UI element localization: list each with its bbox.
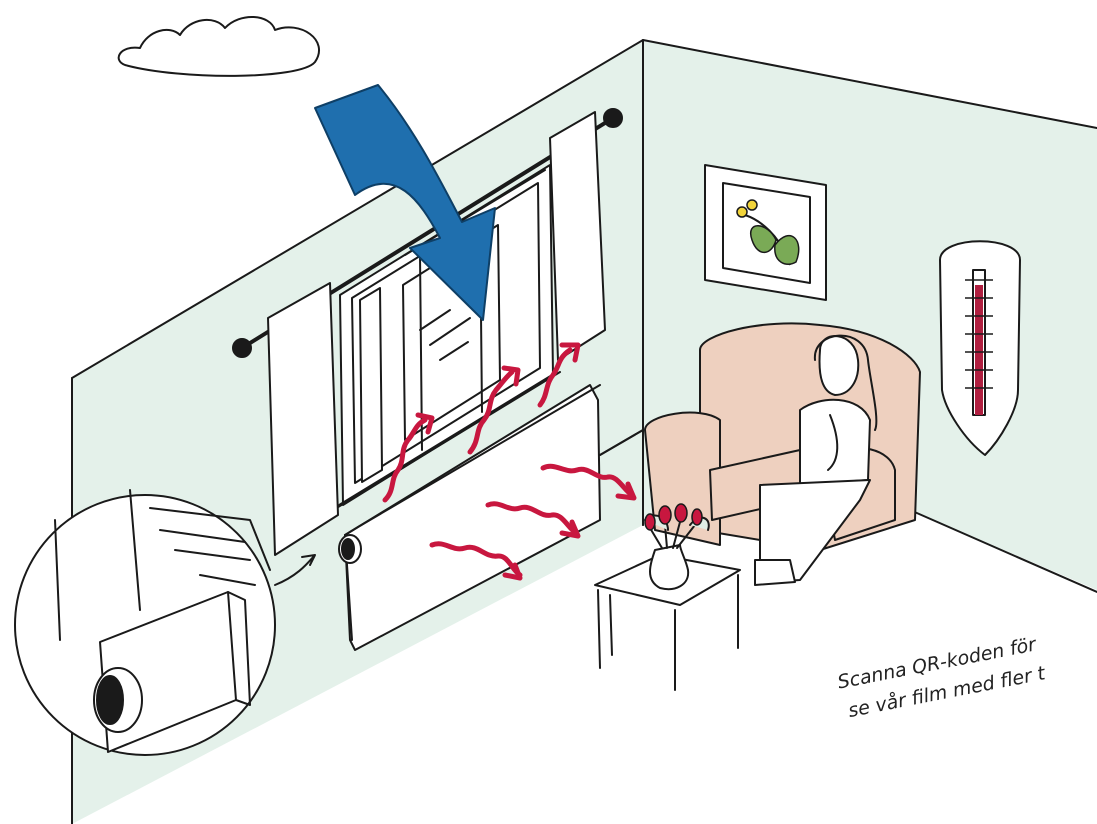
curtain-rod-end-right <box>604 109 622 127</box>
curtain-rod-end-left <box>233 339 251 357</box>
thermostat-valve-icon <box>339 535 361 563</box>
curtain-right <box>550 112 605 360</box>
cloud-icon <box>119 17 319 76</box>
curtain-left <box>268 283 338 555</box>
